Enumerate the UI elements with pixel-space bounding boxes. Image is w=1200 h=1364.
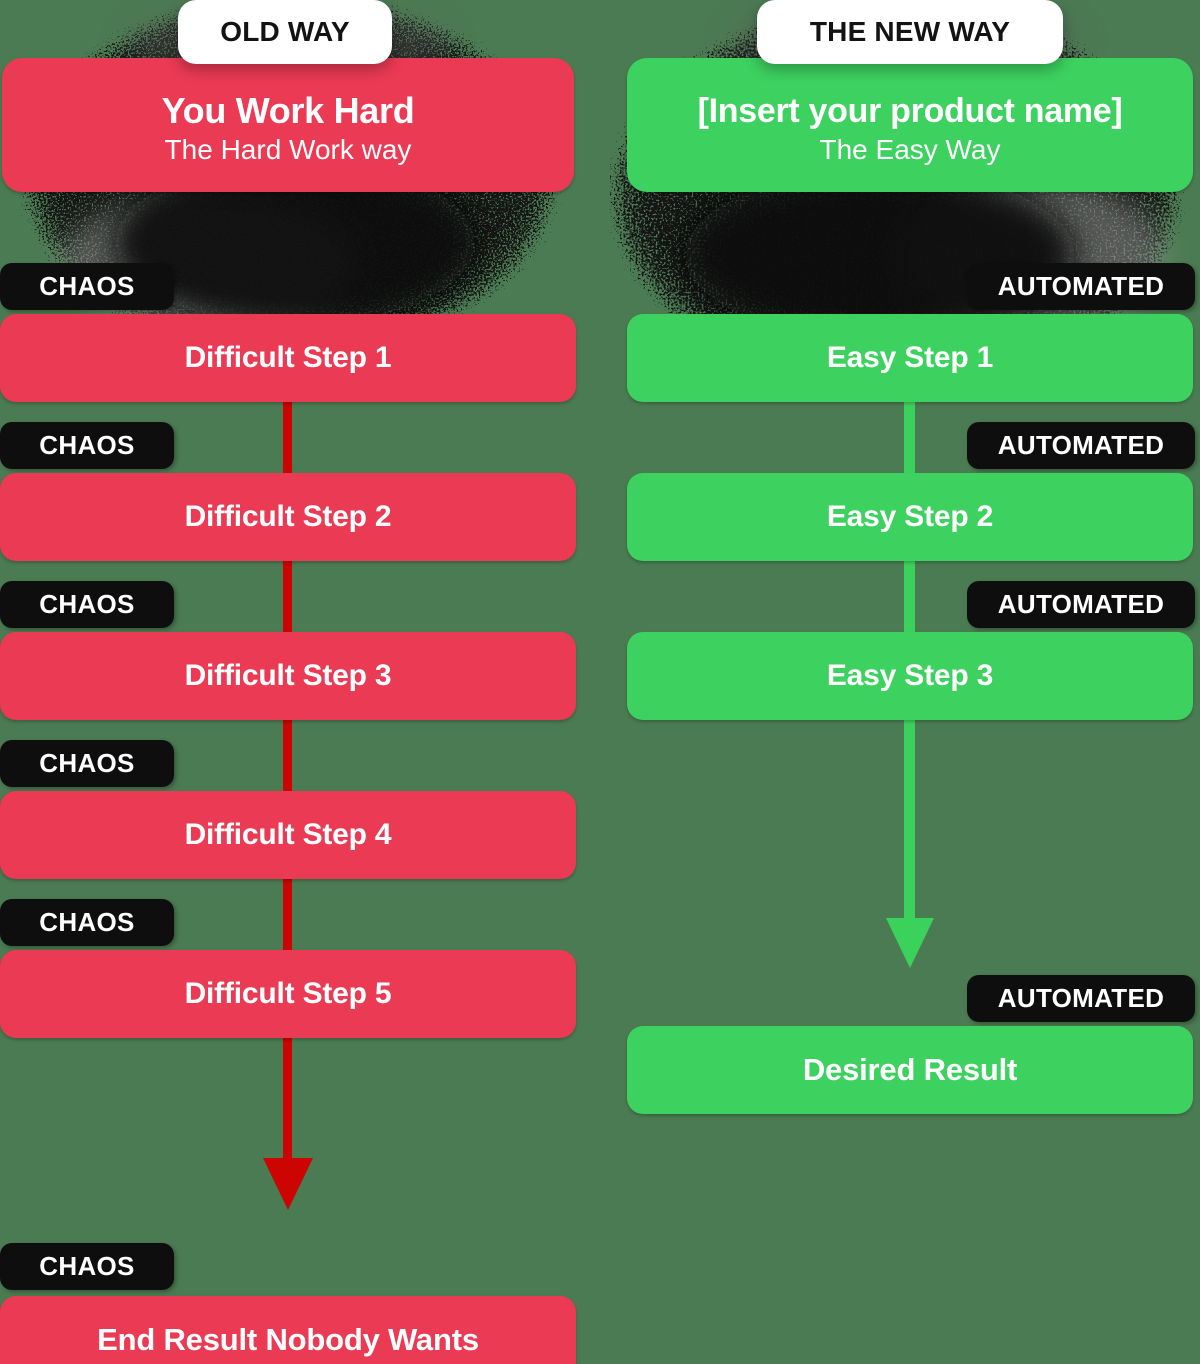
old-way-subtitle: The Hard Work way [164, 134, 412, 165]
chaos-chip-5: CHAOS [0, 899, 174, 946]
automated-chip-4: AUTOMATED [967, 975, 1195, 1022]
new-step-3-box: Easy Step 3 [627, 632, 1193, 720]
chaos-chip-2: CHAOS [0, 422, 174, 469]
old-step-4-box: Difficult Step 4 [0, 791, 576, 879]
new-way-subtitle: The Easy Way [819, 134, 1001, 165]
chaos-chip-1: CHAOS [0, 263, 174, 310]
old-step-5-box: Difficult Step 5 [0, 950, 576, 1038]
new-way-arrowhead-icon [886, 918, 934, 968]
new-step-2-box: Easy Step 2 [627, 473, 1193, 561]
new-way-header-box: [Insert your product name] The Easy Way [627, 58, 1193, 192]
old-way-arrow-line [283, 398, 292, 1160]
old-way-tag: OLD WAY [178, 0, 392, 64]
old-step-2-box: Difficult Step 2 [0, 473, 576, 561]
chaos-chip-6: CHAOS [0, 1243, 174, 1290]
automated-chip-1: AUTOMATED [967, 263, 1195, 310]
automated-chip-3: AUTOMATED [967, 581, 1195, 628]
old-way-header-box: You Work Hard The Hard Work way [2, 58, 574, 192]
new-way-tag: THE NEW WAY [757, 0, 1063, 64]
automated-chip-2: AUTOMATED [967, 422, 1195, 469]
chaos-chip-3: CHAOS [0, 581, 174, 628]
new-way-title: [Insert your product name] [697, 92, 1123, 130]
old-way-title: You Work Hard [161, 90, 415, 131]
old-step-1-box: Difficult Step 1 [0, 314, 576, 402]
chaos-chip-4: CHAOS [0, 740, 174, 787]
old-result-box: End Result Nobody Wants [0, 1296, 576, 1364]
new-step-1-box: Easy Step 1 [627, 314, 1193, 402]
old-step-3-box: Difficult Step 3 [0, 632, 576, 720]
new-result-box: Desired Result [627, 1026, 1193, 1114]
old-way-arrowhead-icon [263, 1158, 313, 1210]
